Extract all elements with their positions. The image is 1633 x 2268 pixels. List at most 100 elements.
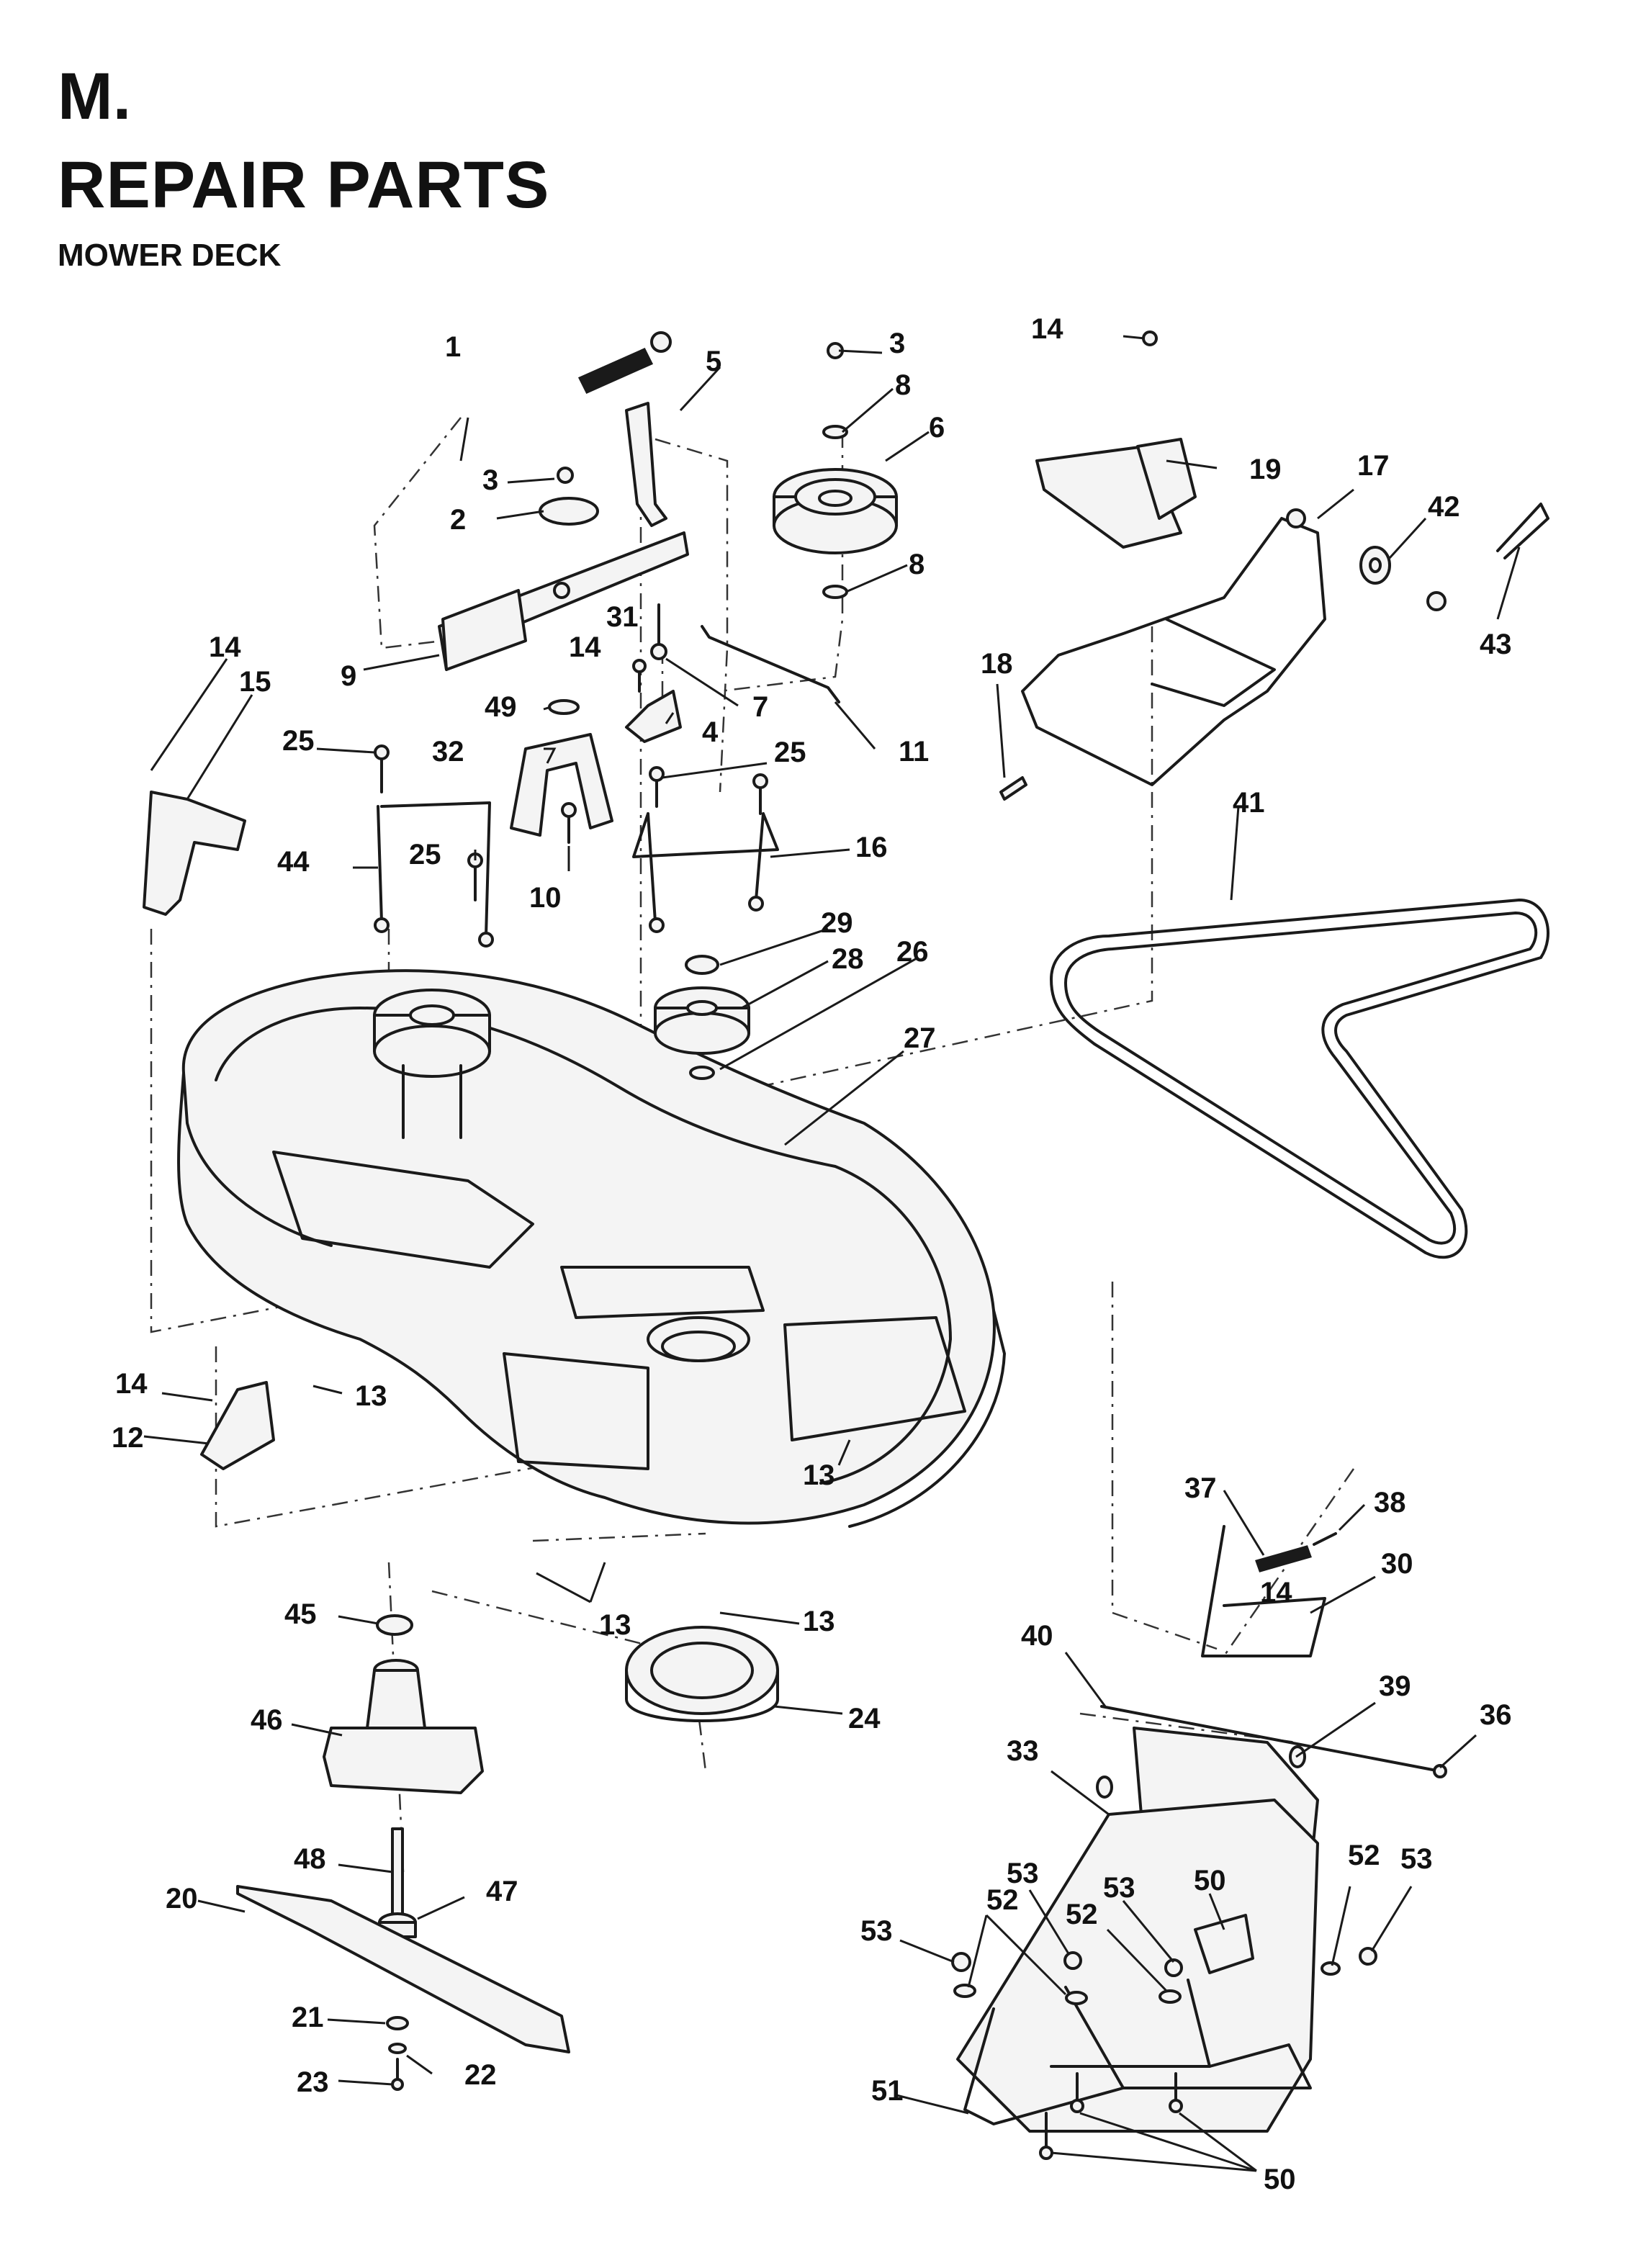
chute-fasteners (951, 1914, 1377, 2160)
hairpin-clip-43 (1496, 503, 1549, 559)
callout-13: 13 (355, 1380, 387, 1412)
drive-belt (1050, 899, 1549, 1259)
callout-13: 13 (599, 1609, 631, 1641)
baffle-24 (625, 1626, 779, 1722)
callout-38: 38 (1374, 1487, 1406, 1518)
callout-27: 27 (904, 1022, 936, 1054)
callout-53: 53 (1007, 1858, 1039, 1889)
lift-bracket-19 (1035, 438, 1197, 549)
callout-22: 22 (464, 2059, 497, 2091)
callout-37: 37 (1184, 1472, 1217, 1504)
callout-49: 49 (485, 691, 517, 723)
callout-1: 1 (445, 331, 461, 363)
tension-spring (577, 331, 672, 394)
callout-20: 20 (166, 1883, 198, 1914)
callout-52: 52 (1348, 1840, 1380, 1871)
idler-pulley (773, 468, 898, 554)
callout-29: 29 (821, 907, 853, 939)
callout-14: 14 (209, 631, 241, 663)
pin-18 (999, 776, 1027, 801)
callout-13: 13 (803, 1459, 835, 1491)
callout-14: 14 (569, 631, 601, 663)
bolt (374, 603, 768, 901)
section-letter: M. (58, 60, 132, 133)
callout-14: 14 (1031, 313, 1063, 345)
callout-41: 41 (1233, 787, 1265, 819)
callout-32: 32 (432, 736, 464, 768)
callout-53: 53 (1400, 1843, 1433, 1875)
deck-pulley (654, 955, 750, 1080)
callout-9: 9 (341, 660, 356, 692)
callout-21: 21 (292, 2002, 324, 2033)
callout-47: 47 (486, 1876, 518, 1907)
spring-37 (1255, 1532, 1337, 1572)
callout-8: 8 (909, 549, 925, 580)
callout-6: 6 (929, 412, 945, 444)
hanger-bracket-16 (632, 812, 779, 933)
callout-48: 48 (294, 1843, 326, 1875)
idler-plate (539, 497, 599, 526)
callout-15: 15 (239, 666, 271, 698)
callout-42: 42 (1428, 491, 1460, 523)
callout-8: 8 (895, 369, 911, 401)
callout-33: 33 (1007, 1735, 1039, 1767)
callout-36: 36 (1480, 1699, 1512, 1731)
pivot-rod-36 (1100, 1705, 1447, 1778)
mower-deck-housing (177, 969, 1006, 1528)
page-subtitle: MOWER DECK (58, 238, 282, 273)
hanger-bracket-44 (374, 801, 494, 948)
callout-11: 11 (899, 736, 929, 768)
rod-11 (701, 625, 840, 703)
deck-spindle-pulley (373, 989, 491, 1139)
leader-lines (143, 335, 1521, 2172)
callout-51: 51 (871, 2075, 904, 2107)
callout-31: 31 (606, 601, 639, 633)
callout-24: 24 (848, 1703, 881, 1734)
deck-bracket-12 (200, 1381, 275, 1470)
callout-3: 3 (889, 328, 905, 359)
callout-14: 14 (1260, 1577, 1292, 1608)
page-title: REPAIR PARTS (58, 148, 550, 222)
callout-18: 18 (981, 648, 1013, 680)
callout-25: 25 (774, 737, 806, 768)
callout-50: 50 (1194, 1865, 1226, 1896)
callout-5: 5 (706, 346, 721, 377)
spindle-shaft (391, 1827, 404, 1924)
blade-washer (386, 2016, 409, 2091)
deck-bracket-15 (143, 791, 246, 916)
bracket-32 (510, 733, 613, 837)
callout-53: 53 (860, 1915, 893, 1947)
callout-25: 25 (409, 839, 441, 870)
callout-2: 2 (450, 504, 466, 536)
callout-labels: 1 2 3 3 4 5 6 7 8 8 9 10 11 12 13 13 13 … (112, 313, 1512, 2195)
callout-45: 45 (284, 1598, 317, 1630)
callout-23: 23 (297, 2066, 329, 2098)
spindle-housing (323, 1659, 484, 1794)
callout-46: 46 (251, 1704, 283, 1736)
callout-25: 25 (282, 725, 315, 757)
callout-7: 7 (752, 691, 768, 723)
callout-3: 3 (482, 464, 498, 496)
callout-40: 40 (1021, 1620, 1053, 1652)
callout-19: 19 (1249, 454, 1282, 485)
callout-4: 4 (702, 716, 719, 748)
callout-44: 44 (277, 846, 310, 878)
bearing-45 (376, 1614, 413, 1636)
callout-16: 16 (855, 832, 888, 863)
callout-50: 50 (1264, 2164, 1296, 2195)
callout-26: 26 (896, 936, 929, 968)
callout-12: 12 (112, 1422, 144, 1454)
discharge-chute (956, 1727, 1319, 2133)
callout-13: 13 (803, 1606, 835, 1637)
mower-blade (236, 1885, 570, 2053)
deflector-bracket-30 (1201, 1525, 1326, 1657)
callout-17: 17 (1357, 450, 1390, 482)
bracket-4 (625, 690, 682, 743)
callout-14: 14 (115, 1368, 148, 1400)
callout-30: 30 (1381, 1548, 1413, 1580)
bracket-5 (625, 402, 667, 527)
callout-39: 39 (1379, 1670, 1411, 1702)
spacer-42 (1359, 546, 1391, 585)
lift-frame (1021, 508, 1447, 786)
